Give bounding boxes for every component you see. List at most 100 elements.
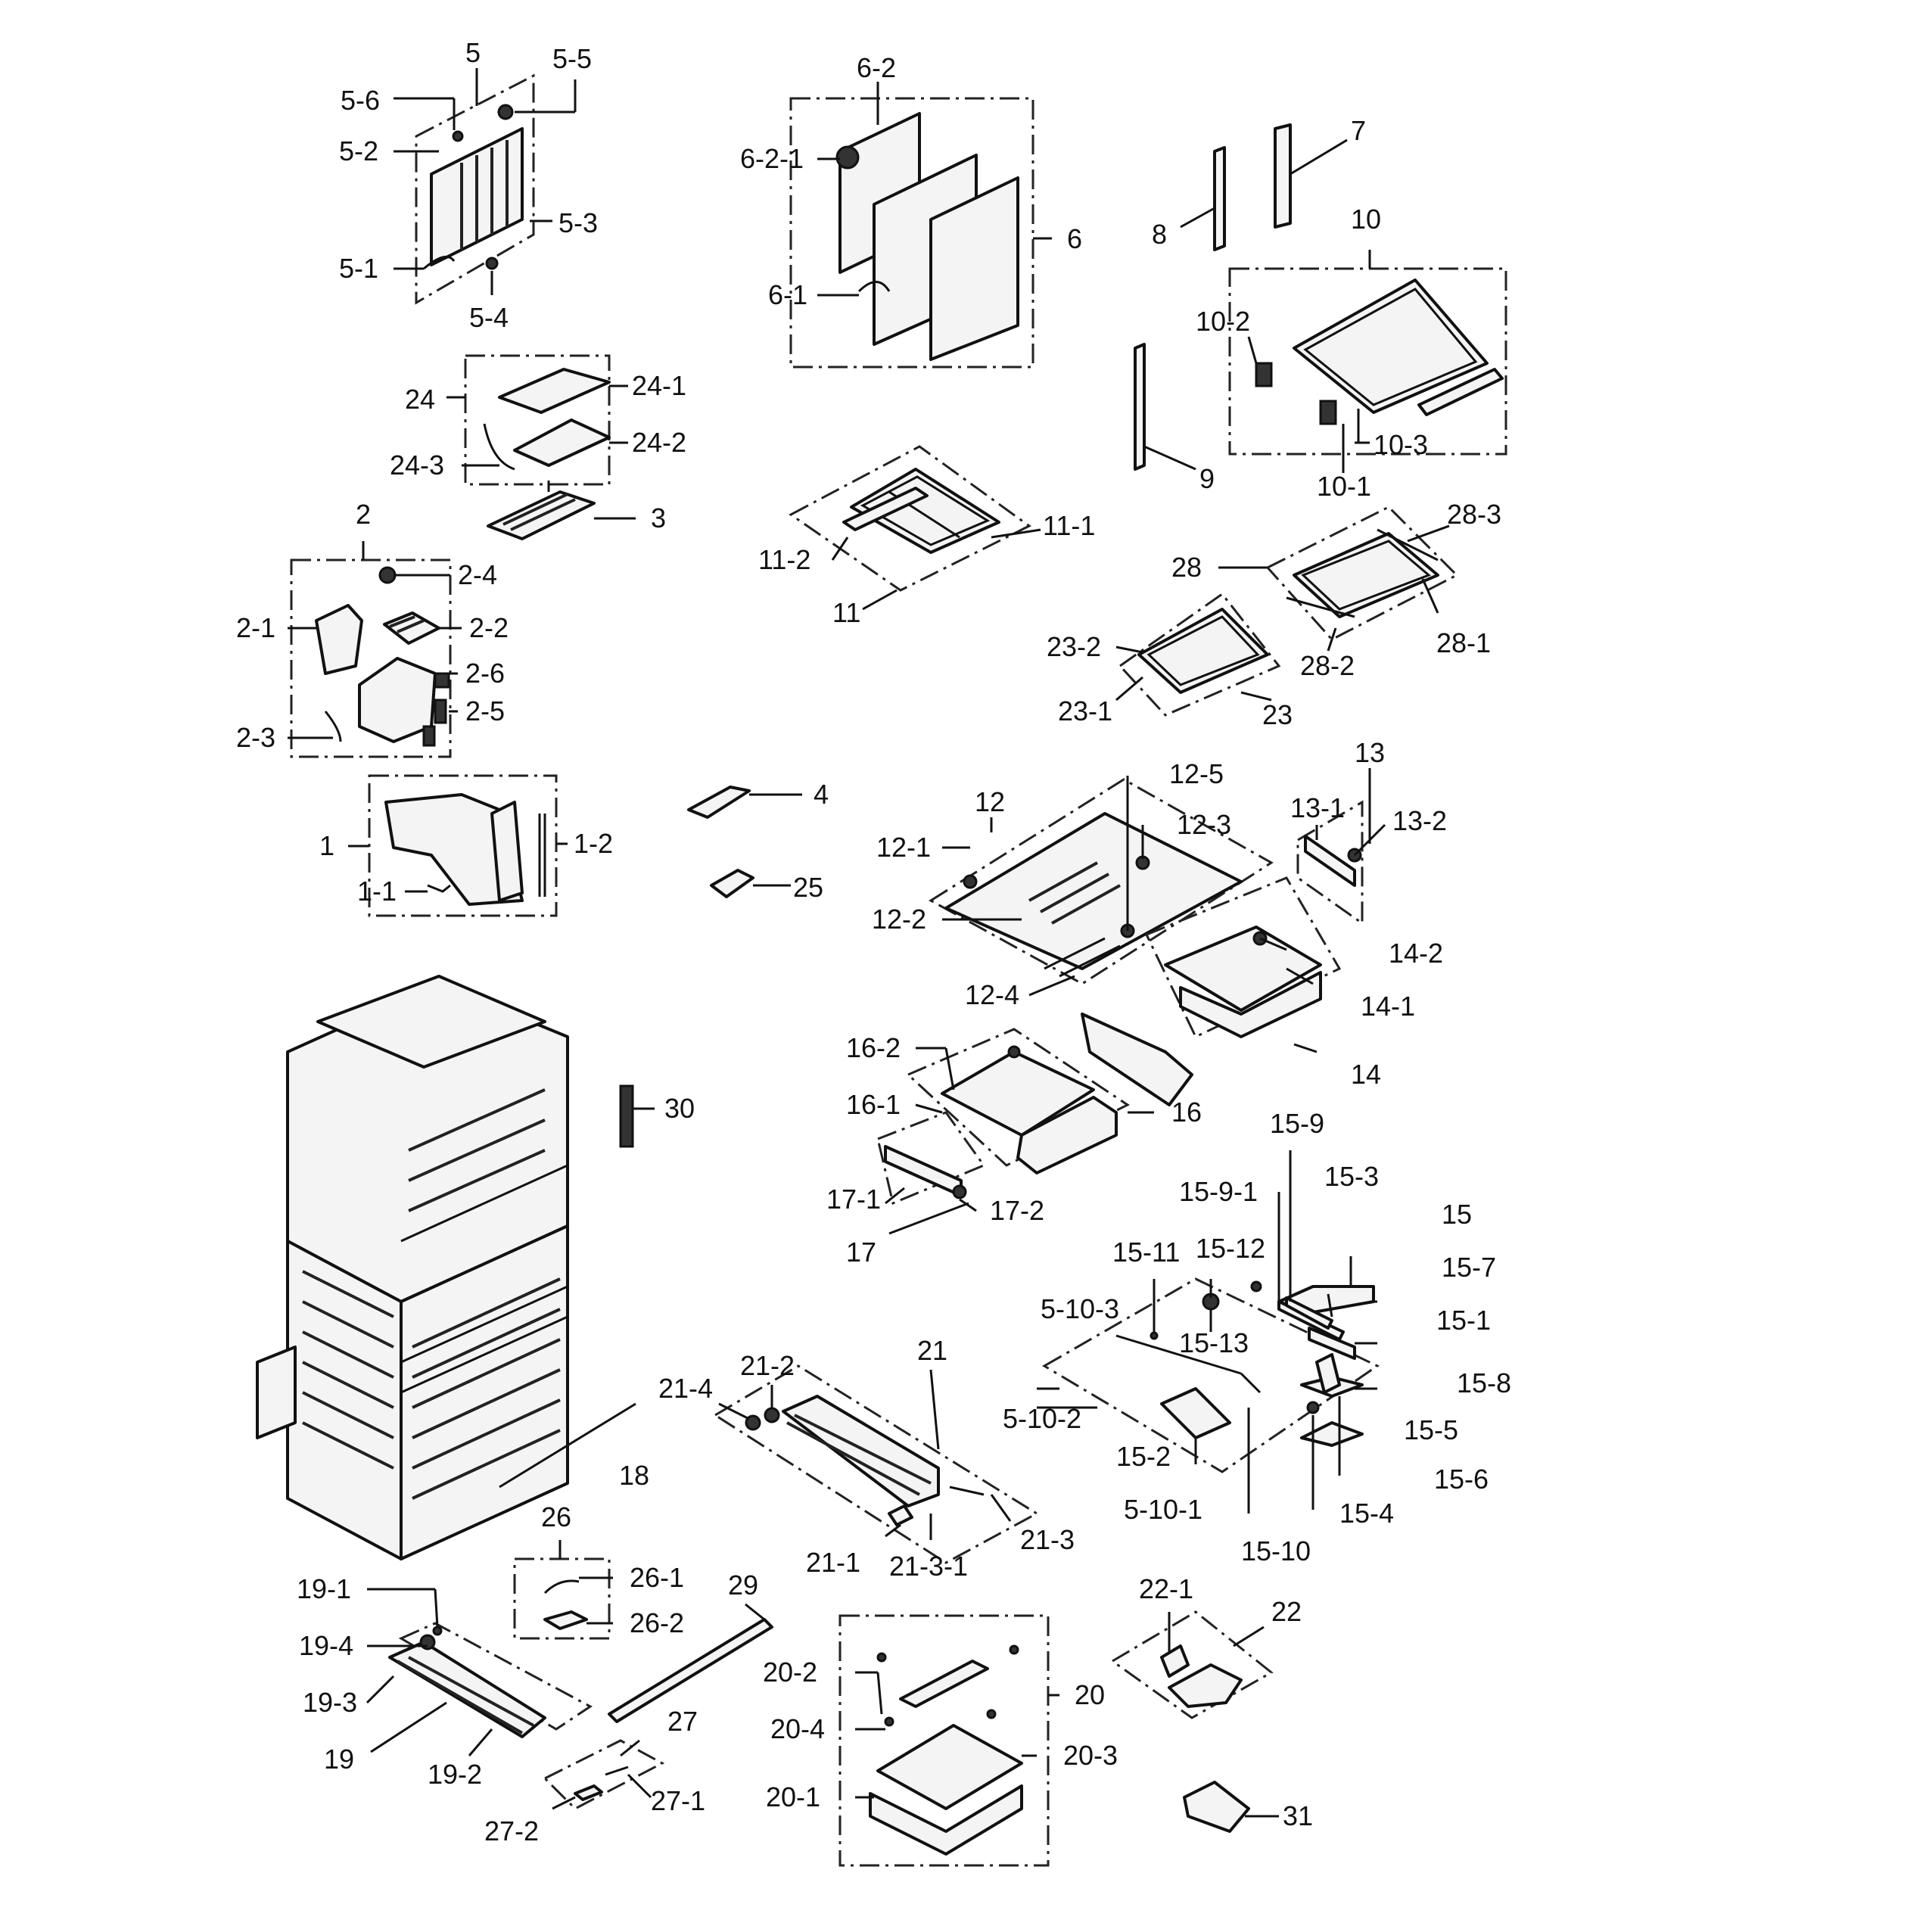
callout-15-7: 15-7	[1442, 1252, 1496, 1283]
leaders-13	[1315, 768, 1386, 857]
callout-23-2: 23-2	[1047, 631, 1101, 662]
callout-17-1: 17-1	[826, 1184, 881, 1215]
leaders-10	[1247, 250, 1371, 473]
callout-6-1: 6-1	[768, 279, 807, 310]
callout-5-2: 5-2	[339, 135, 378, 166]
callout-16: 16	[1171, 1097, 1202, 1128]
callout-1-2: 1-2	[574, 828, 613, 859]
callout-5-4: 5-4	[469, 302, 509, 333]
callout-5: 5	[465, 37, 481, 68]
part-group-24	[464, 354, 611, 540]
callout-2-4: 2-4	[458, 559, 497, 590]
callout-14: 14	[1351, 1059, 1381, 1090]
leaders-19	[366, 1588, 493, 1756]
leaders-15	[1037, 1150, 1377, 1514]
callout-19-2: 19-2	[428, 1759, 482, 1790]
callout-19-1: 19-1	[297, 1573, 351, 1604]
leaders-26	[558, 1540, 613, 1625]
leaders-5	[394, 68, 577, 295]
callout-31: 31	[1283, 1800, 1313, 1831]
callout-5-3: 5-3	[558, 207, 598, 238]
callout-labels: 5 5-5 5-6 5-2 5-3 5-1 5-4 6-2 6-2-1 6 6-…	[236, 37, 1511, 1846]
callout-22-1: 22-1	[1139, 1573, 1193, 1604]
callout-24-3: 24-3	[390, 450, 444, 481]
callout-15-9: 15-9	[1270, 1108, 1324, 1139]
callout-2: 2	[356, 499, 371, 530]
callout-3: 3	[651, 502, 666, 534]
callout-20-1: 20-1	[766, 1781, 820, 1812]
callout-28: 28	[1171, 552, 1202, 583]
callout-27: 27	[667, 1706, 698, 1737]
part-group-27	[543, 1739, 665, 1810]
callout-15-6: 15-6	[1434, 1464, 1489, 1495]
callout-17: 17	[846, 1237, 876, 1268]
leaders-2	[288, 541, 462, 739]
callout-15-13: 15-13	[1179, 1327, 1249, 1358]
leaders-6	[817, 82, 1052, 297]
callout-16-1: 16-1	[846, 1089, 901, 1120]
callout-5-10-2: 5-10-2	[1003, 1403, 1081, 1434]
callout-5-10-1: 5-10-1	[1124, 1494, 1202, 1525]
part-group-26	[513, 1557, 611, 1640]
callout-27-1: 27-1	[651, 1785, 705, 1816]
callout-15-11: 15-11	[1112, 1237, 1180, 1268]
callout-19-3: 19-3	[303, 1687, 357, 1718]
callout-19: 19	[324, 1744, 354, 1775]
callout-21: 21	[917, 1335, 947, 1366]
callout-11-1: 11-1	[1043, 510, 1095, 541]
leaders-4-25	[749, 793, 802, 887]
part-group-10	[1228, 267, 1507, 456]
part-group-21	[713, 1364, 1039, 1564]
callout-11-2: 11-2	[758, 544, 810, 575]
callout-12-2: 12-2	[872, 904, 926, 935]
leaders-7-8-9	[1143, 138, 1348, 471]
callout-20-3: 20-3	[1063, 1740, 1118, 1771]
callout-2-5: 2-5	[465, 695, 505, 726]
part-group-6	[789, 97, 1034, 369]
callout-2-6: 2-6	[465, 658, 505, 689]
callout-15-4: 15-4	[1339, 1498, 1394, 1529]
cabinet	[256, 975, 569, 1560]
callout-7: 7	[1351, 115, 1366, 146]
leaders-17	[885, 1187, 977, 1235]
callout-20-2: 20-2	[763, 1657, 817, 1688]
callout-6-2-1: 6-2-1	[740, 143, 804, 174]
callout-10: 10	[1351, 204, 1381, 235]
callout-18: 18	[619, 1460, 649, 1491]
part-group-5	[415, 73, 535, 305]
callout-17-2: 17-2	[990, 1195, 1044, 1226]
callout-15-9-1: 15-9-1	[1179, 1176, 1258, 1207]
callout-24-2: 24-2	[632, 427, 686, 458]
callout-21-1: 21-1	[806, 1547, 860, 1578]
callout-10-1: 10-1	[1317, 471, 1371, 502]
callout-27-2: 27-2	[484, 1815, 539, 1846]
leaders-27	[552, 1739, 652, 1810]
part-29	[608, 1603, 773, 1723]
callout-21-2: 21-2	[740, 1350, 795, 1381]
part-group-28	[1265, 506, 1459, 641]
callout-10-3: 10-3	[1374, 429, 1428, 460]
part-group-23	[1118, 592, 1281, 717]
part-group-16	[906, 1013, 1193, 1174]
callout-15-2: 15-2	[1116, 1441, 1171, 1472]
part-group-15	[1042, 1277, 1380, 1473]
leaders-12	[942, 776, 1144, 997]
part-group-12	[929, 778, 1274, 985]
callout-23-1: 23-1	[1058, 695, 1112, 726]
callout-16-2: 16-2	[846, 1032, 901, 1063]
callout-19-4: 19-4	[299, 1630, 353, 1661]
callout-28-3: 28-3	[1447, 499, 1501, 530]
parts-4-25	[687, 786, 754, 898]
leaders-21	[499, 1369, 1012, 1540]
callout-4: 4	[814, 779, 829, 810]
part-group-19	[388, 1622, 593, 1738]
leaders-23	[1115, 646, 1272, 702]
callout-20-4: 20-4	[770, 1713, 825, 1744]
callout-13: 13	[1355, 737, 1385, 768]
callout-13-1: 13-1	[1290, 792, 1345, 823]
part-31	[1183, 1781, 1279, 1833]
callout-8: 8	[1152, 219, 1167, 250]
part-group-11	[789, 445, 1031, 592]
callout-5-10-3: 5-10-3	[1041, 1293, 1119, 1324]
callout-24-1: 24-1	[632, 370, 686, 401]
